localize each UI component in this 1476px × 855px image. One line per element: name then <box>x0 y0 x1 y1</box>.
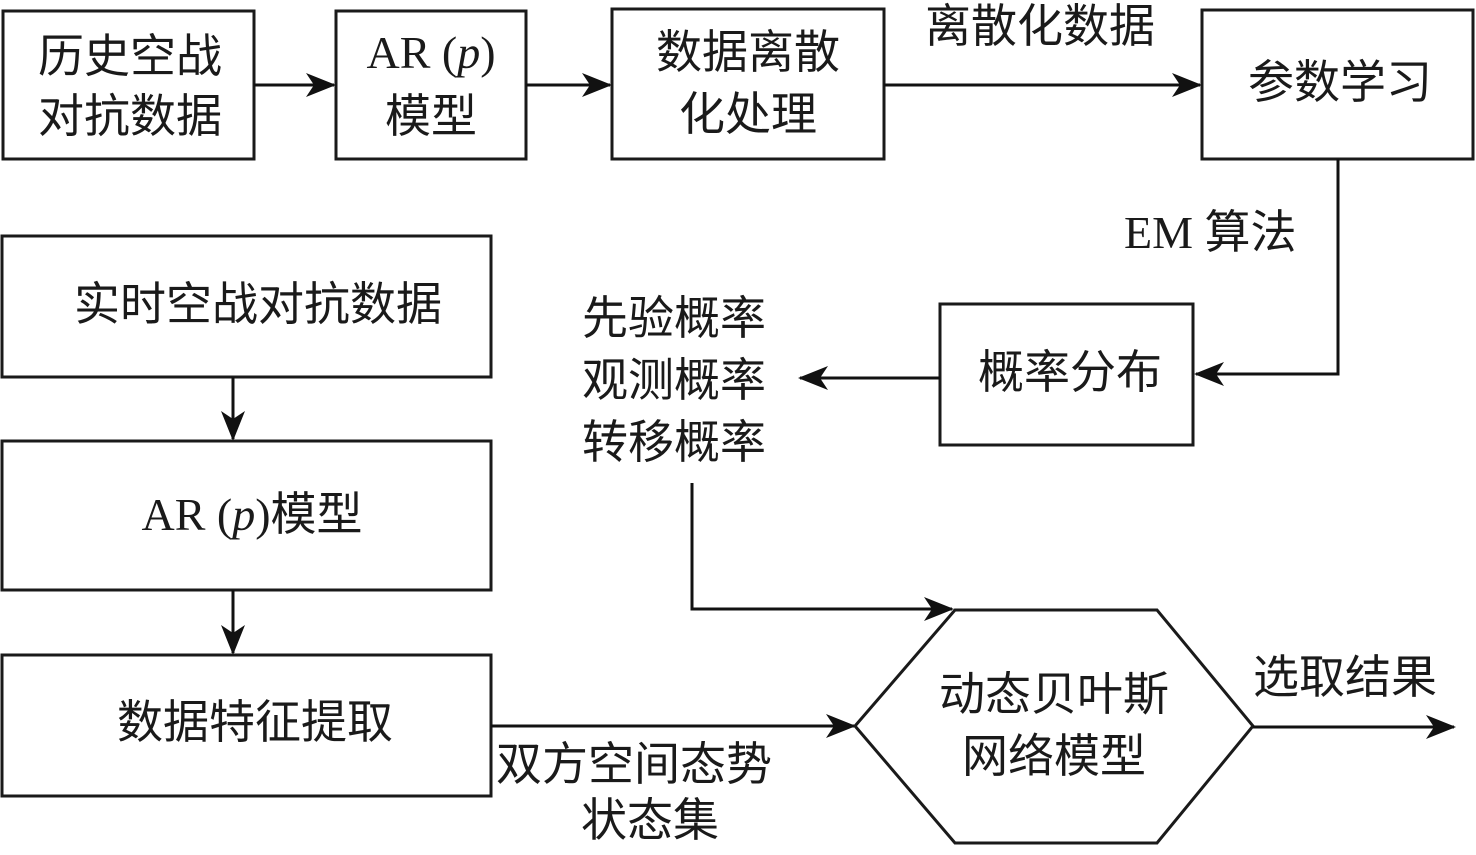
edge-label-select-result: 选取结果 <box>1253 650 1437 704</box>
probabilities-label: 先验概率 观测概率 转移概率 <box>582 291 766 469</box>
node-label: 数据特征提取 <box>117 695 393 749</box>
node-label: 对抗数据 <box>38 89 222 143</box>
node-label: 概率分布 <box>978 345 1162 399</box>
node-ar-model-bottom: AR (p)模型 <box>0 439 493 592</box>
node-box <box>0 653 493 798</box>
edge-label-state-set-line1: 双方空间态势 <box>496 737 772 791</box>
node-box <box>1200 8 1475 161</box>
node-feature-extract: 数据特征提取 <box>0 653 493 798</box>
node-discretize: 数据离散 化处理 <box>610 7 886 161</box>
node-dbn-model: 动态贝叶斯 网络模型 <box>853 608 1255 845</box>
node-label: 动态贝叶斯 <box>939 667 1169 721</box>
node-label: 模型 <box>385 89 477 143</box>
node-realtime-data: 实时空战对抗数据 <box>0 234 493 379</box>
arrow-learning-to-distribution <box>1194 159 1340 386</box>
node-box <box>610 7 886 161</box>
node-hexagon <box>853 608 1255 845</box>
transition-probability-label: 转移概率 <box>582 415 766 469</box>
arrow-probabilities-to-dbn <box>690 483 954 621</box>
node-history-data: 历史空战 对抗数据 <box>1 9 256 161</box>
prior-probability-label: 先验概率 <box>582 291 766 345</box>
node-box <box>938 302 1195 447</box>
node-label: AR (p) <box>366 27 495 78</box>
node-param-learning: 参数学习 <box>1200 8 1475 161</box>
node-label: 化处理 <box>679 87 817 141</box>
node-box <box>0 234 493 379</box>
node-prob-dist: 概率分布 <box>938 302 1195 447</box>
node-box <box>0 439 493 592</box>
node-box <box>1 9 256 161</box>
edge-label-discrete-data: 离散化数据 <box>925 0 1155 53</box>
node-ar-model-top: AR (p) 模型 <box>334 9 528 161</box>
observation-probability-label: 观测概率 <box>582 353 766 407</box>
node-label: AR (p)模型 <box>141 489 362 540</box>
edge-label-em-algorithm: EM 算法 <box>1124 207 1297 258</box>
node-box <box>334 9 528 161</box>
node-label: 历史空战 <box>38 29 222 83</box>
edge-label-state-set-line2: 状态集 <box>581 793 719 847</box>
node-label: 参数学习 <box>1248 55 1432 109</box>
node-label: 实时空战对抗数据 <box>74 277 442 331</box>
node-label: 网络模型 <box>962 729 1146 783</box>
node-label: 数据离散 <box>656 25 840 79</box>
